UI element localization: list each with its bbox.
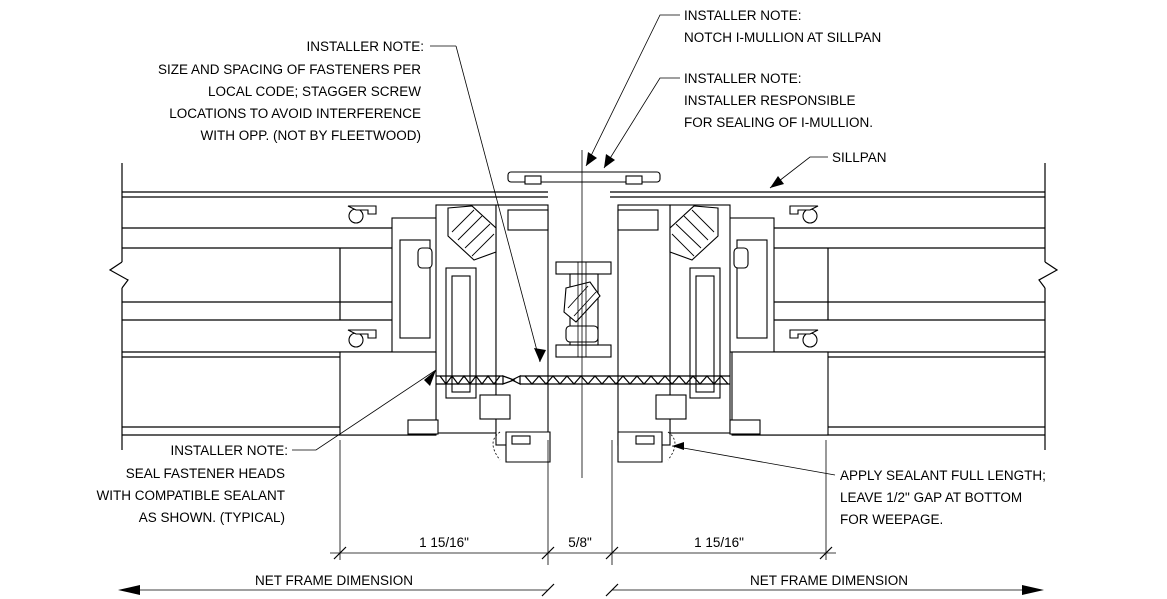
dim-left-frame: 1 15/16" [419,535,469,550]
frame-lines-left [108,163,548,450]
dim-net-frame-left: NET FRAME DIMENSION [255,573,413,588]
note-apply-sealant-line-2: LEAVE 1/2" GAP AT BOTTOM [840,490,1022,505]
left-frame-body [339,204,549,446]
dim-gap: 5/8" [568,535,592,550]
note-fastener-spacing-line-5: WITH OPP. (NOT BY FLEETWOOD) [200,128,421,143]
i-mullion [555,150,612,478]
note-seal-heads: INSTALLER NOTE: SEAL FASTENER HEADS WITH… [96,443,288,525]
leader-lines [292,14,836,476]
dimension-lines [118,440,1044,597]
note-sealing-mullion-line-1: INSTALLER NOTE: [684,71,802,86]
fastener-screw-left [436,375,516,385]
label-sillpan: SILLPAN [832,150,887,165]
note-fastener-spacing-line-4: LOCATIONS TO AVOID INTERFERENCE [169,106,421,121]
note-fastener-spacing: INSTALLER NOTE: SIZE AND SPACING OF FAST… [158,39,424,143]
right-frame-body [617,204,829,446]
note-seal-heads-line-2: SEAL FASTENER HEADS [126,466,285,481]
note-apply-sealant: APPLY SEALANT FULL LENGTH; LEAVE 1/2" GA… [840,468,1046,527]
note-notch-mullion: INSTALLER NOTE: NOTCH I-MULLION AT SILLP… [684,8,881,45]
note-fastener-spacing-line-2: SIZE AND SPACING OF FASTENERS PER [158,62,421,77]
note-sealing-mullion-line-2: INSTALLER RESPONSIBLE [684,93,856,108]
note-notch-mullion-line-1: INSTALLER NOTE: [684,8,802,23]
bottom-clips [492,431,676,463]
note-notch-mullion-line-2: NOTCH I-MULLION AT SILLPAN [684,30,881,45]
note-seal-heads-line-1: INSTALLER NOTE: [170,443,288,458]
note-seal-heads-line-3: WITH COMPATIBLE SEALANT [96,488,285,503]
note-apply-sealant-line-1: APPLY SEALANT FULL LENGTH; [840,468,1046,483]
note-apply-sealant-line-3: FOR WEEPAGE. [840,512,943,527]
note-fastener-spacing-line-1: INSTALLER NOTE: [306,39,424,54]
note-sealing-mullion-line-3: FOR SEALING OF I-MULLION. [684,115,873,130]
fastener-screw-right [510,375,730,385]
note-fastener-spacing-line-3: LOCAL CODE; STAGGER SCREW [208,84,421,99]
note-seal-heads-line-4: AS SHOWN. (TYPICAL) [139,510,285,525]
dim-right-frame: 1 15/16" [694,535,744,550]
sillpan-profile [507,171,661,185]
dim-net-frame-right: NET FRAME DIMENSION [750,573,908,588]
note-sealing-mullion: INSTALLER NOTE: INSTALLER RESPONSIBLE FO… [684,71,873,130]
